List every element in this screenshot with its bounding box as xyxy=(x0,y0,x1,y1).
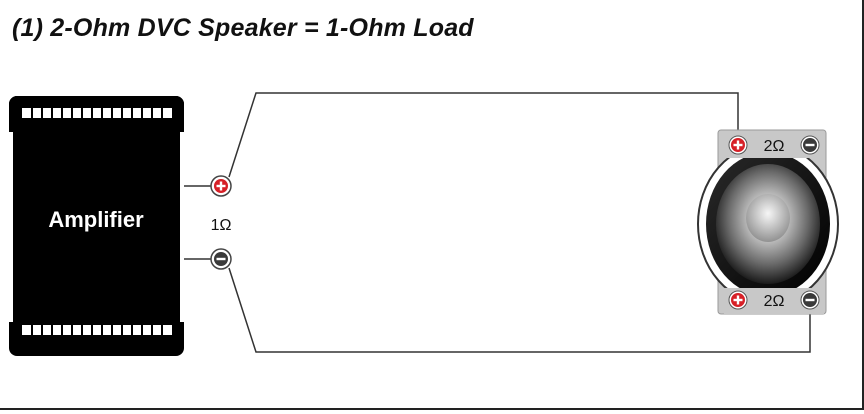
amplifier-bottom-fins xyxy=(22,325,172,335)
speaker-dust-cap xyxy=(746,194,790,242)
amplifier: Amplifier xyxy=(9,96,184,356)
amp-negative-terminal xyxy=(210,248,232,270)
speaker-top-negative-terminal xyxy=(800,135,820,155)
diagram-title: (1) 2-Ohm DVC Speaker = 1-Ohm Load xyxy=(12,14,474,42)
speaker: 2Ω 2Ω xyxy=(697,129,839,315)
speaker-bottom-coil-label: 2Ω xyxy=(764,293,785,310)
amplifier-top-fin-dividers xyxy=(31,108,163,118)
speaker-bottom-positive-terminal xyxy=(728,290,748,310)
amp-positive-terminal xyxy=(210,175,232,197)
wire-negative-run xyxy=(228,267,811,353)
amplifier-label: Amplifier xyxy=(48,207,144,232)
amp-load-label: 1Ω xyxy=(211,217,232,234)
speaker-top-positive-terminal xyxy=(728,135,748,155)
wires xyxy=(184,92,811,353)
amplifier-top-fins xyxy=(22,108,172,118)
speaker-top-coil-label: 2Ω xyxy=(764,138,785,155)
speaker-bottom-negative-terminal xyxy=(800,290,820,310)
wire-positive-run xyxy=(228,92,739,178)
